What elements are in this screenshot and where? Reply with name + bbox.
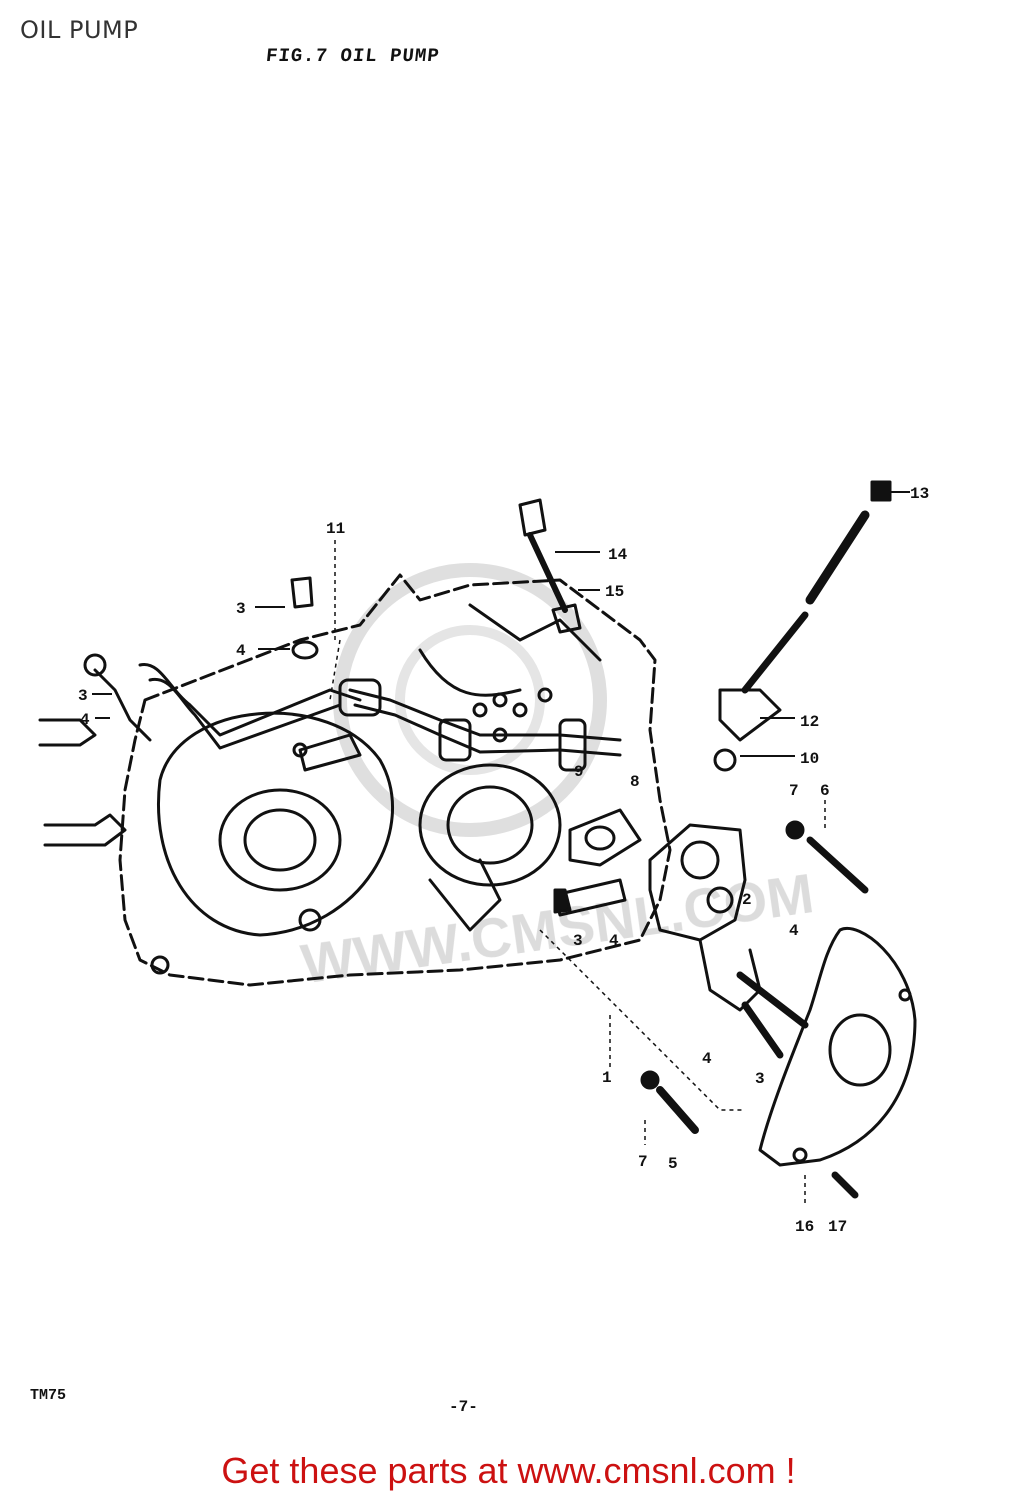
callout-4: 4	[702, 1050, 712, 1068]
model-code: TM75	[30, 1387, 67, 1404]
callout-17: 17	[828, 1218, 847, 1236]
callout-3: 3	[573, 932, 583, 950]
bolts	[83, 576, 869, 1199]
callout-13: 13	[910, 485, 929, 503]
callout-12: 12	[800, 713, 819, 731]
oil-pump	[553, 808, 762, 1012]
callout-14: 14	[608, 546, 628, 564]
callout-8: 8	[630, 773, 640, 791]
callout-3: 3	[236, 600, 246, 618]
callout-7: 7	[789, 782, 799, 800]
callout-16: 16	[795, 1218, 814, 1236]
callout-7: 7	[638, 1153, 648, 1171]
control-cable	[713, 480, 892, 772]
callout-10: 10	[800, 750, 819, 768]
parts-banner[interactable]: Get these parts at www.cmsnl.com !	[0, 1450, 1013, 1492]
callout-2: 2	[742, 891, 752, 909]
callout-3: 3	[78, 687, 88, 705]
page-title: OIL PUMP	[20, 16, 139, 44]
callout-5: 5	[668, 1155, 678, 1173]
callout-1: 1	[602, 1069, 612, 1087]
pump-cover	[758, 927, 917, 1167]
watermark: WWW.CMSNL.COM	[297, 563, 817, 995]
callout-3: 3	[755, 1070, 765, 1088]
callout-6: 6	[820, 782, 830, 800]
crankcase	[38, 573, 672, 987]
callout-4: 4	[609, 932, 619, 950]
oil-pipe	[93, 663, 622, 772]
callout-11: 11	[326, 520, 345, 538]
callouts: 1 2 3 3 3 3 4 4 4 4 4 5 6 7 7 8 9 10 11 …	[78, 485, 929, 1236]
parts-banner-text[interactable]: Get these parts at www.cmsnl.com !	[221, 1450, 796, 1491]
callout-4: 4	[789, 922, 799, 940]
plunger-and-nut	[518, 498, 582, 634]
callout-9: 9	[574, 763, 584, 781]
page-number: -7-	[449, 1398, 478, 1416]
callout-4: 4	[236, 642, 246, 660]
callout-15: 15	[605, 583, 624, 601]
callout-4: 4	[80, 711, 90, 729]
